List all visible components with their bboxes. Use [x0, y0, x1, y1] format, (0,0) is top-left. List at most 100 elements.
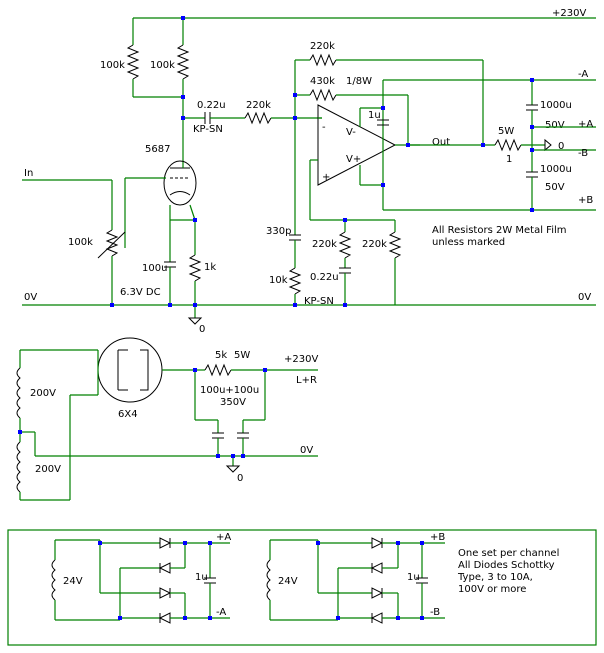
output-node-label: 0: [558, 141, 564, 152]
output-resistor-value-label: 1: [506, 154, 512, 165]
diode-a3: [159, 587, 172, 599]
diode-b4: [370, 612, 383, 624]
feedback-resistor-2-label: 430k: [310, 76, 335, 87]
cap-b-voltage-label: 50V: [545, 182, 565, 193]
input-label: In: [24, 168, 33, 179]
hv-out-label: L+R: [296, 375, 317, 386]
diode-b2: [370, 562, 383, 574]
ground-label-right: 0V: [578, 292, 591, 303]
lv-plus-b-label: +B: [430, 532, 445, 543]
opamp-noninv-label: +: [322, 172, 330, 183]
opamp-vplus-label: V+: [346, 154, 361, 165]
ground-symbol-2-label: 0: [237, 473, 243, 484]
bias-cap-type-label: KP-SN: [304, 296, 334, 307]
opamp-triangle: [317, 104, 397, 186]
feedback-resistor-1-label: 220k: [310, 41, 335, 52]
lv-note-3: Type, 3 to 10A,: [457, 572, 533, 583]
gain-pot-wiper: [97, 231, 126, 259]
diode-b3: [371, 587, 384, 599]
junction-dots: [18, 16, 534, 620]
bias-resistor-1-label: 220k: [312, 239, 337, 250]
output-node-symbol: [544, 138, 552, 152]
diode-a1: [159, 537, 172, 549]
rectifier-label: 6X4: [118, 409, 138, 420]
lv-minus-b-label: -B: [430, 607, 440, 618]
cathode-resistor-label: 1k: [204, 262, 216, 273]
opamp-inv-label: -: [322, 122, 326, 133]
ground-resistor: [288, 267, 302, 295]
hv-caps-voltage-label: 350V: [220, 397, 246, 408]
gain-pot-label: 100k: [68, 237, 93, 248]
lv-cap-a-label: 1u: [195, 572, 208, 583]
cathode-resistor: [188, 254, 202, 282]
cathode-cap-label: 100u: [142, 263, 167, 274]
lv-note-2: All Diodes Schottky: [458, 560, 555, 571]
lv-plus-a-label: +A: [216, 532, 231, 543]
lv-cap-b-label: 1u: [407, 572, 420, 583]
note-line-2: unless marked: [432, 237, 505, 248]
hv-winding-1-label: 200V: [30, 388, 56, 399]
bias-resistor-2: [388, 231, 402, 259]
ground-label-left: 0V: [24, 292, 37, 303]
opamp-bypass-cap-label: 1u: [368, 110, 381, 121]
rail-plus-b-label: +B: [578, 195, 593, 206]
hv-caps-label: 100u+100u: [200, 385, 259, 396]
hv-resistor: [204, 363, 232, 377]
plate-resistor-right-label: 100k: [150, 60, 175, 71]
lv-winding-b: [266, 559, 271, 601]
ground-symbol-1-label: 0: [199, 324, 205, 335]
diode-a2: [158, 562, 171, 574]
input-resistor-label: 220k: [246, 100, 271, 111]
bias-resistor-2-label: 220k: [362, 239, 387, 250]
hv-winding-2-label: 200V: [35, 464, 61, 475]
diode-b1: [371, 537, 384, 549]
input-resistor: [244, 111, 272, 125]
lv-winding-b-label: 24V: [278, 576, 298, 587]
feedback-wattage-label: 1/8W: [346, 76, 372, 87]
hv-winding-1: [16, 367, 21, 419]
heater-label: 6.3V DC: [120, 287, 161, 298]
bias-resistor-1: [338, 231, 352, 259]
output-resistor-watt-label: 5W: [498, 126, 514, 137]
plate-resistor-right: [176, 44, 190, 80]
ground-symbol-2: [225, 465, 241, 473]
cap-b-label: 1000u: [540, 164, 572, 175]
hv-out-voltage: +230V: [284, 354, 318, 365]
supply-label-top: +230V: [552, 8, 586, 19]
lv-winding-a: [51, 559, 56, 601]
coupling-cap-type: KP-SN: [193, 124, 223, 135]
rail-plus-a-label: +A: [578, 119, 593, 130]
tube-envelope: [163, 160, 197, 206]
note-line-1: All Resistors 2W Metal Film: [432, 225, 567, 236]
lv-winding-a-label: 24V: [63, 576, 83, 587]
tube-label: 5687: [145, 144, 170, 155]
plate-resistor-left: [126, 44, 140, 80]
lv-note-4: 100V or more: [458, 584, 526, 595]
plate-resistor-left-label: 100k: [100, 60, 125, 71]
gain-pot: [105, 229, 119, 257]
ground-resistor-label: 10k: [269, 275, 288, 286]
diode-a4: [158, 612, 171, 624]
lv-supply-box: [7, 529, 597, 646]
feedback-resistor-1: [309, 53, 337, 67]
output-resistor: [494, 138, 522, 152]
bias-cap-label: 0.22u: [310, 272, 339, 283]
ground-symbol-1: [187, 317, 203, 325]
lv-minus-a-label: -A: [216, 607, 226, 618]
ff-cap-label: 330p: [266, 226, 291, 237]
hv-resistor-watt: 5W: [234, 350, 250, 361]
cap-a-voltage-label: 50V: [545, 120, 565, 131]
rectifier-tube: [97, 337, 163, 403]
hv-resistor-value: 5k: [215, 350, 227, 361]
lv-note-1: One set per channel: [458, 548, 559, 559]
opamp-out-label: Out: [432, 137, 450, 148]
hv-ground-label: 0V: [300, 445, 313, 456]
coupling-cap-label: 0.22u: [197, 100, 226, 111]
rail-minus-b-label: -B: [578, 148, 588, 159]
feedback-resistor-2: [309, 88, 337, 102]
hv-winding-2: [16, 441, 21, 493]
cap-a-label: 1000u: [540, 100, 572, 111]
rail-minus-a-label: -A: [578, 69, 588, 80]
